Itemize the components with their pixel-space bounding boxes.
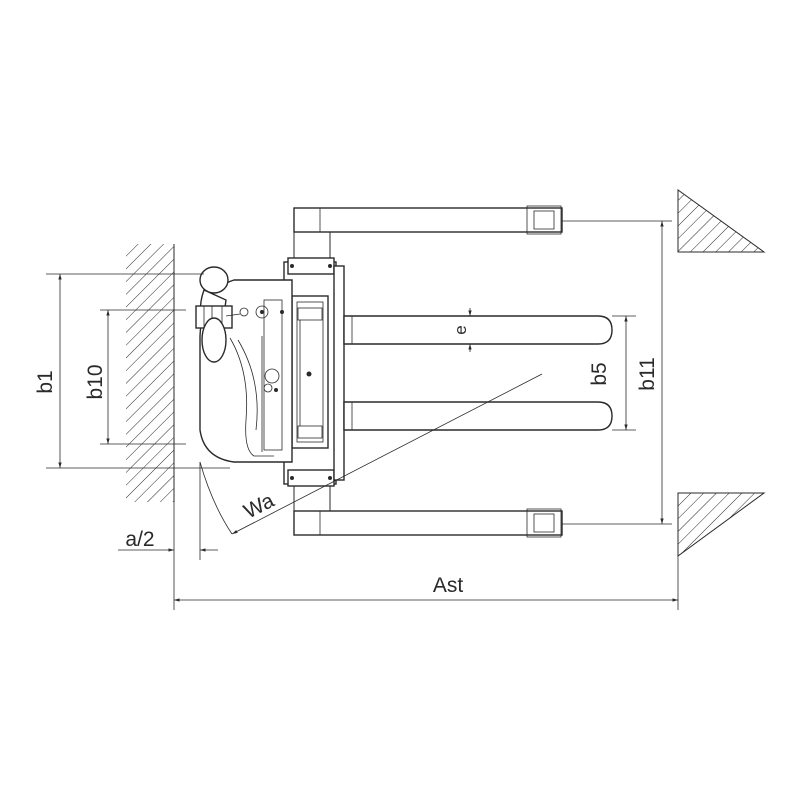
label-b10: b10 xyxy=(84,364,107,399)
turning-radius-arc xyxy=(199,461,233,535)
label-wa: Wa xyxy=(240,489,278,524)
mast-carriage xyxy=(283,257,345,487)
wa-radius-line xyxy=(231,373,543,535)
dim-b1 xyxy=(46,273,230,469)
dim-a-half xyxy=(118,462,218,560)
dim-b5 xyxy=(612,315,636,431)
left-wall xyxy=(126,244,175,502)
straddle-leg-bottom xyxy=(293,484,563,538)
fork-lower xyxy=(343,401,613,431)
label-b5: b5 xyxy=(588,362,611,385)
rack-block-top xyxy=(677,189,766,253)
label-e: e xyxy=(451,325,470,334)
label-b11: b11 xyxy=(636,357,659,390)
straddle-leg-top xyxy=(293,205,563,262)
label-ast: Ast xyxy=(433,574,464,597)
label-a-half: a/2 xyxy=(125,528,154,551)
label-b1: b1 xyxy=(34,370,57,393)
dim-ast xyxy=(173,556,679,610)
tiller-handle xyxy=(195,266,249,363)
dim-b10 xyxy=(100,309,186,445)
rack-block-bottom xyxy=(677,492,766,557)
fork-upper xyxy=(343,315,613,345)
dim-b11 xyxy=(562,220,672,525)
